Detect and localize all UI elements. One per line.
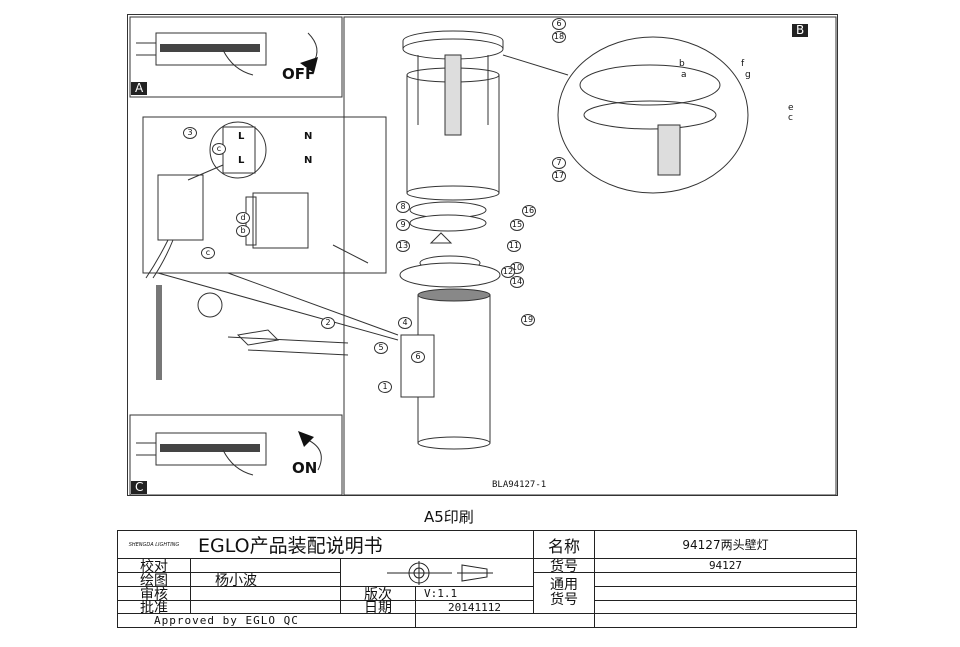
detail-letter: g	[745, 70, 751, 80]
wall-hatch	[156, 285, 162, 380]
check-value	[190, 558, 341, 573]
breaker-on-illustration	[136, 431, 322, 476]
callout: 9	[396, 219, 410, 231]
callout: 1	[378, 381, 392, 393]
off-label: OFF	[282, 65, 316, 83]
wire-label-l: L	[238, 131, 245, 142]
callout: 15	[510, 219, 524, 231]
logo: SHENGDA LIGHTING	[128, 541, 180, 548]
callout: 18	[552, 31, 566, 43]
blank-cell	[594, 613, 857, 628]
callout: 5	[374, 342, 388, 354]
blank-cell	[415, 613, 595, 628]
callout: 7	[552, 157, 566, 169]
detail-b-magnified	[502, 36, 749, 194]
callout: d	[236, 212, 250, 224]
on-label: ON	[292, 459, 318, 477]
date-value: 20141112	[415, 600, 534, 614]
callout: 13	[396, 240, 410, 252]
assembly-drawing: A B C OFF ON BLA94127-1 L N L N c 3 d b …	[127, 14, 838, 496]
common-item-value	[594, 600, 857, 614]
title-cell: SHENGDA LIGHTING EGLO产品装配说明书	[117, 530, 534, 559]
callout: b	[236, 225, 250, 237]
wire-label-l: L	[238, 155, 245, 166]
item-value: 94127	[594, 558, 857, 573]
panel-c-tag: C	[131, 481, 148, 494]
callout: 16	[522, 205, 536, 217]
review-value	[190, 586, 341, 601]
wire-label-n: N	[304, 155, 313, 166]
item-label: 货号	[533, 558, 595, 575]
callout: 17	[552, 170, 566, 182]
detail-letter: b	[679, 59, 685, 69]
date-label: 日期	[340, 600, 416, 616]
document-title: EGLO产品装配说明书	[198, 535, 383, 557]
callout: 6	[552, 18, 566, 30]
callout: 3	[183, 127, 197, 139]
approve-label: 批准	[117, 600, 191, 616]
panel-a-tag: A	[131, 82, 148, 95]
version-value: V:1.1	[415, 586, 534, 601]
callout: 12	[501, 266, 515, 278]
common-item-value	[594, 572, 857, 587]
approved-by: Approved by EGLO QC	[117, 613, 416, 628]
callout: 8	[396, 201, 410, 213]
panel-b-tag: B	[792, 24, 809, 37]
common-item-value	[594, 586, 857, 601]
approve-value	[190, 600, 341, 614]
wire-label-n: N	[304, 131, 313, 142]
detail-letter: f	[741, 59, 745, 69]
callout: c	[212, 143, 226, 155]
lamp-exploded-view	[399, 30, 504, 450]
callout: 11	[507, 240, 521, 252]
callout: 14	[510, 276, 524, 288]
common-item-label: 通用货号	[533, 572, 595, 614]
drawing-code: BLA94127-1	[492, 480, 547, 490]
callout: 6	[411, 351, 425, 363]
bracket-illustration	[197, 292, 349, 356]
callout: c	[201, 247, 215, 259]
print-note: A5印刷	[424, 508, 474, 526]
detail-letter: c	[788, 113, 793, 123]
draw-value: 杨小波	[190, 572, 341, 589]
drawing-lines	[129, 16, 837, 496]
callout: 4	[398, 317, 412, 329]
breaker-off-illustration	[136, 32, 318, 76]
junction-box-illustration	[145, 121, 399, 341]
name-value: 94127两头壁灯	[594, 530, 857, 559]
callout: 19	[521, 314, 535, 326]
detail-letter: a	[681, 70, 687, 80]
callout: 2	[321, 317, 335, 329]
detail-letter: e	[788, 103, 794, 113]
